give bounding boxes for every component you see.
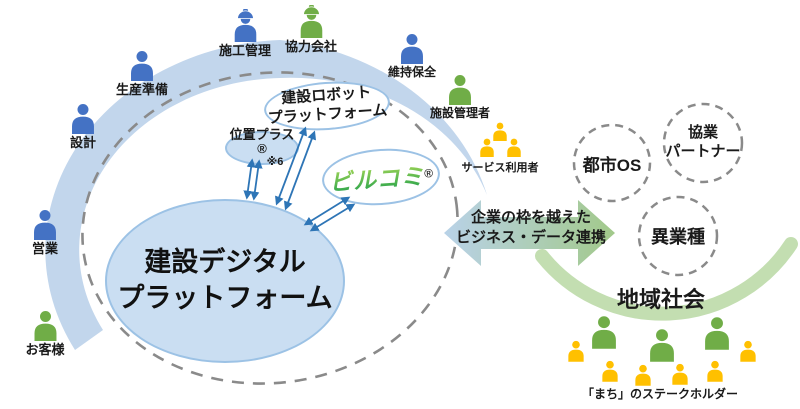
person-shisetsu-kanrisha: 施設管理者 <box>430 74 490 119</box>
person-sekkei: 設計 <box>70 103 96 149</box>
person-icon <box>592 316 616 349</box>
person-hard-hat-icon <box>234 9 256 42</box>
person-icon <box>401 33 423 64</box>
person-icon <box>34 310 56 341</box>
platform-title-line2: プラットフォーム <box>117 283 333 313</box>
person-icon <box>34 209 56 240</box>
ichi-plus-note: ※6 <box>266 156 284 169</box>
person-label: サービス利用者 <box>461 162 539 174</box>
person-icon <box>705 317 729 350</box>
person-icon <box>740 340 756 362</box>
person-icon <box>480 138 494 157</box>
ichi-plus-link-arrows <box>243 158 263 201</box>
person-icon <box>131 50 153 81</box>
kyogyo-line1: 協業 <box>687 124 718 142</box>
circle-kyogyo-partner <box>662 102 744 184</box>
machi-stakeholders-label: 「まち」のステークホルダー <box>581 387 738 401</box>
person-icon <box>707 360 723 382</box>
person-icon <box>449 74 471 105</box>
person-icon <box>602 360 618 382</box>
person-hard-hat-icon <box>300 5 322 38</box>
person-label: 協力会社 <box>284 39 338 54</box>
platform-title-line1: 建設デジタル <box>144 247 306 278</box>
person-icon <box>650 329 674 362</box>
machi-stakeholders-group: 「まち」のステークホルダー <box>560 315 760 409</box>
platform-ellipse: 建設デジタル プラットフォーム <box>105 199 345 363</box>
service-users-group: サービス利用者 <box>462 122 539 178</box>
person-kyoryoku-gaisha: 協力会社 <box>285 5 337 53</box>
circle-toshi-os <box>572 123 652 203</box>
person-okyakusama: お客様 <box>25 310 65 357</box>
person-icon <box>672 363 688 385</box>
person-icon <box>493 122 507 141</box>
person-eigyo: 営業 <box>32 209 58 255</box>
person-seisan-junbi: 生産準備 <box>116 50 168 96</box>
person-seko-kanri: 施工管理 <box>219 9 271 57</box>
person-label: 生産準備 <box>115 82 169 97</box>
collaboration-line1: 企業の枠を越えた <box>470 209 591 226</box>
person-label: 設計 <box>69 135 97 150</box>
birucomi-link-arrows <box>303 196 356 232</box>
collaboration-arrow <box>444 200 615 266</box>
circle-igyoshu <box>637 195 719 277</box>
kyogyo-line2: パートナー <box>665 143 741 160</box>
toshi-os-label: 都市OS <box>582 155 642 175</box>
person-label: 施設管理者 <box>429 106 491 120</box>
person-icon <box>568 340 584 362</box>
chiiki-shakai-label: 地域社会 <box>616 287 705 312</box>
community-arc <box>535 237 798 321</box>
person-label: 維持保全 <box>387 65 437 79</box>
person-label: 営業 <box>31 241 59 256</box>
person-icon <box>507 138 521 157</box>
person-icon <box>72 103 94 134</box>
collaboration-line2: ビジネス・データ連携 <box>455 229 606 247</box>
robot-link-arrows <box>275 126 317 211</box>
swoosh-arc <box>45 40 487 350</box>
person-iji-hozen: 維持保全 <box>388 33 436 78</box>
collaboration-arrow-text: 企業の枠を越えた ビジネス・データ連携 <box>441 208 621 249</box>
dashed-boundary-ellipse <box>81 71 459 385</box>
person-icon <box>635 364 651 386</box>
igyoshu-label: 異業種 <box>651 227 705 247</box>
person-label: お客様 <box>25 342 65 357</box>
kyogyo-partner-label: 協業 パートナー <box>664 104 742 182</box>
person-label: 施工管理 <box>218 43 272 58</box>
